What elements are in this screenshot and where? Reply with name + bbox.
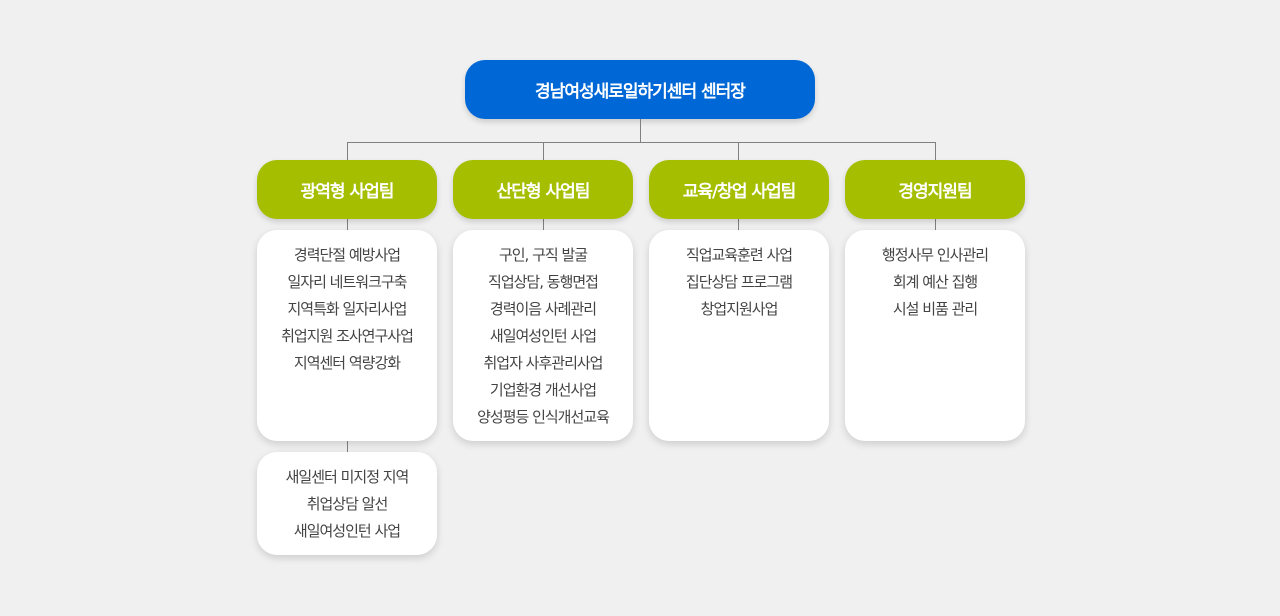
team-regional: 광역형 사업팀 [257,160,437,219]
duty-item: 집단상담 프로그램 [685,273,793,291]
duty-item: 시설 비품 관리 [892,300,978,318]
duty-item: 취업자 사후관리사업 [483,354,604,372]
duty-item: 직업상담, 동행면접 [488,273,599,291]
duty-item: 양성평등 인식개선교육 [477,408,610,426]
duty-item: 지역특화 일자리사업 [287,300,408,318]
connector-extra-1 [347,441,348,452]
duty-item: 지역센터 역량강화 [293,354,401,372]
duties-education: 직업교육훈련 사업 집단상담 프로그램 창업지원사업 [649,230,829,441]
duty-item: 일자리 네트워크구축 [287,273,408,291]
connector-root-down [640,119,641,142]
director-node: 경남여성새로일하기센터 센터장 [465,60,815,119]
duty-item: 행정사무 인사관리 [881,246,989,264]
duty-item: 새일여성인턴 사업 [293,522,401,540]
duty-item: 취업상담 알선 [306,495,389,513]
duties-industrial: 구인, 구직 발굴 직업상담, 동행면접 경력이음 사례관리 새일여성인턴 사업… [453,230,633,441]
duty-item: 창업지원사업 [700,300,779,318]
duty-item: 기업환경 개선사업 [489,381,597,399]
duty-item: 회계 예산 집행 [892,273,978,291]
connector-team-2 [543,142,544,160]
duty-item: 구인, 구직 발굴 [498,246,588,264]
connector-duty-4 [935,219,936,230]
connector-duty-1 [347,219,348,230]
duty-item: 취업지원 조사연구사업 [281,327,414,345]
duties-regional: 경력단절 예방사업 일자리 네트워크구축 지역특화 일자리사업 취업지원 조사연… [257,230,437,441]
connector-duty-2 [543,219,544,230]
duty-item: 직업교육훈련 사업 [685,246,793,264]
connector-duty-3 [738,219,739,230]
connector-team-1 [347,142,348,160]
duty-item: 경력단절 예방사업 [293,246,401,264]
team-management: 경영지원팀 [845,160,1025,219]
connector-team-3 [738,142,739,160]
connector-team-4 [935,142,936,160]
duty-item: 경력이음 사례관리 [489,300,597,318]
duties-regional-extra: 새일센터 미지정 지역 취업상담 알선 새일여성인턴 사업 [257,452,437,555]
duty-item: 새일센터 미지정 지역 [285,468,410,486]
duties-management: 행정사무 인사관리 회계 예산 집행 시설 비품 관리 [845,230,1025,441]
duty-item: 새일여성인턴 사업 [489,327,597,345]
connector-horizontal [347,142,936,143]
team-industrial: 산단형 사업팀 [453,160,633,219]
team-education: 교육/창업 사업팀 [649,160,829,219]
